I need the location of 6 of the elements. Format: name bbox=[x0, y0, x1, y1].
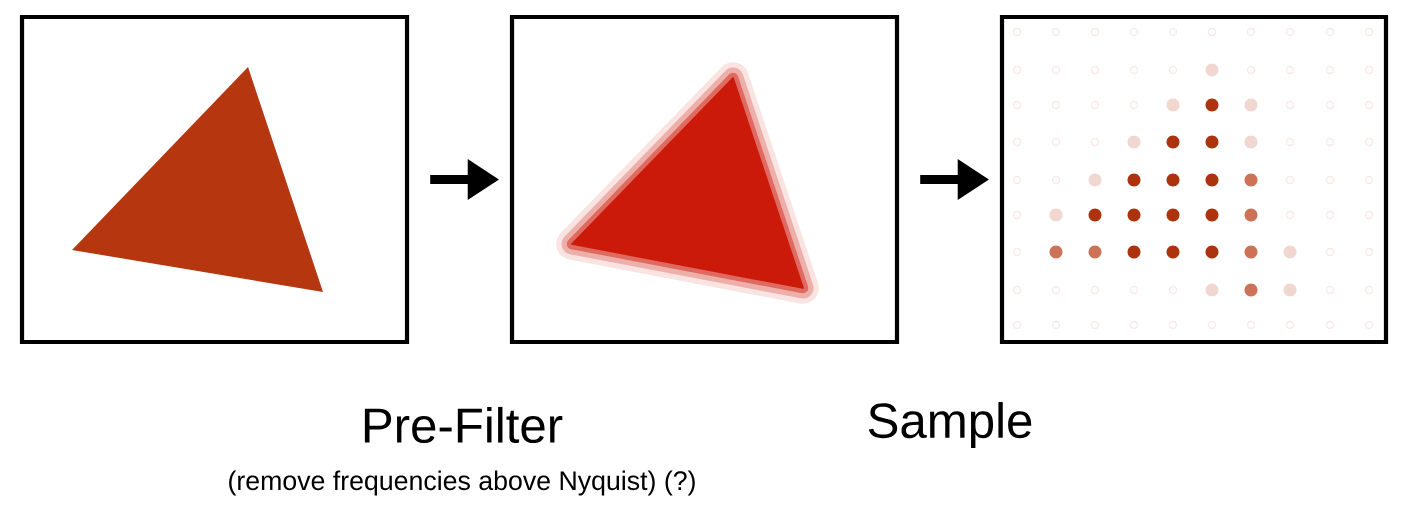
picture-frame bbox=[999, 14, 1389, 345]
step-title: Pre-Filter bbox=[364, 406, 563, 444]
picture-frame bbox=[509, 14, 900, 345]
step-title: Sample bbox=[868, 402, 1032, 448]
picture-frame bbox=[19, 14, 410, 345]
note: (remove frequencies above Nyquist) (?) bbox=[229, 470, 695, 496]
